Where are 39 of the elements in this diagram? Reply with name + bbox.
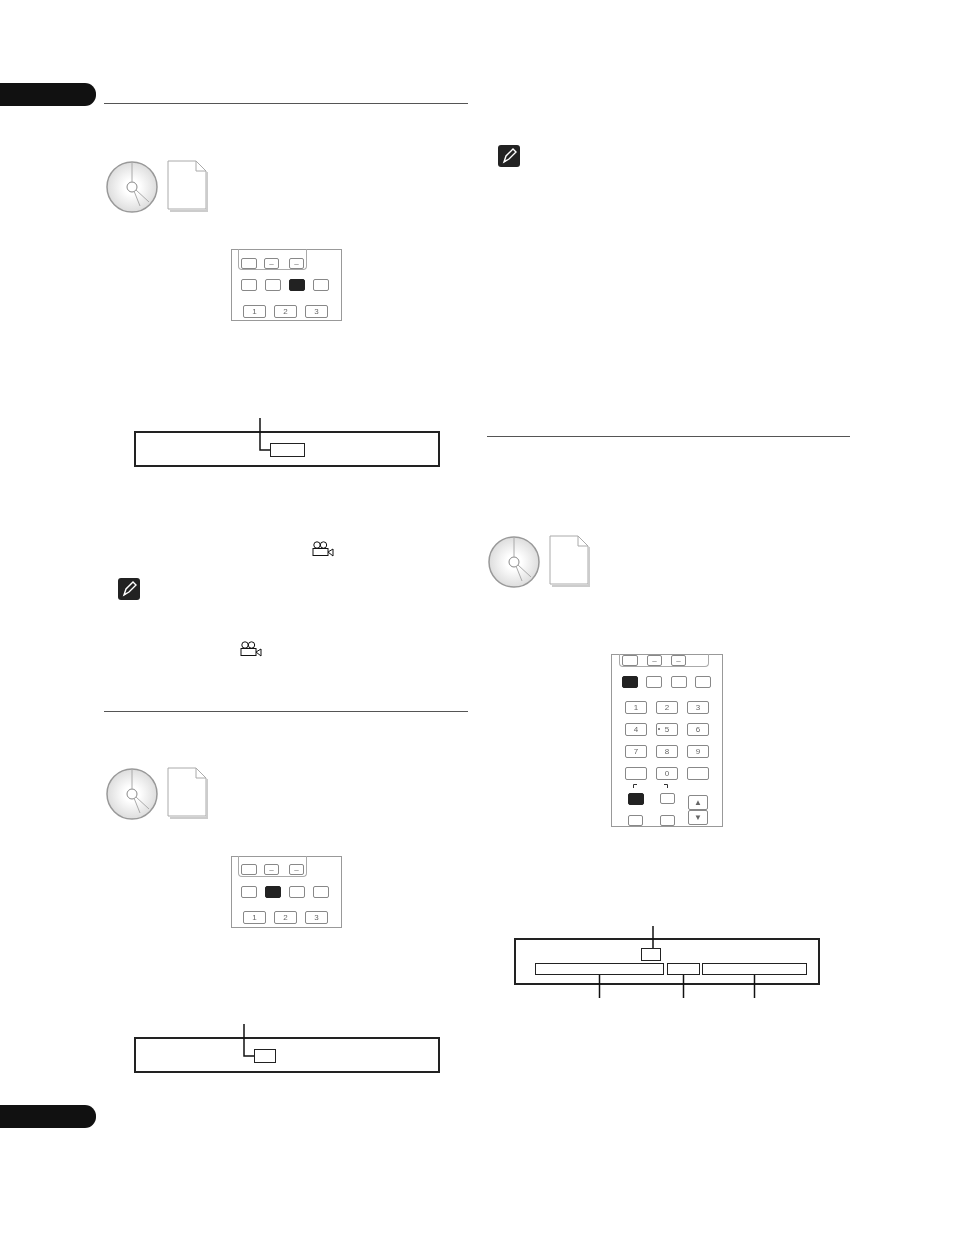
keypad-key: 2 <box>656 701 678 714</box>
leader-line <box>243 1023 255 1057</box>
keypad-key: 3 <box>687 701 709 714</box>
keypad-key: – <box>647 655 662 666</box>
keypad-key: 3 <box>305 911 328 924</box>
keypad-key: – <box>289 864 304 875</box>
display-field <box>667 963 700 975</box>
display-field <box>254 1049 276 1063</box>
keypad-key: ▼ <box>688 810 708 825</box>
display-field <box>535 963 664 975</box>
leader-line <box>259 417 271 451</box>
keypad-key: – <box>289 258 304 269</box>
leader-line <box>598 974 601 999</box>
display-panel <box>514 938 820 985</box>
leader-line <box>682 974 685 999</box>
keypad-key: 3 <box>305 305 328 318</box>
keypad-key: – <box>671 655 686 666</box>
leader-line <box>753 974 756 999</box>
keypad-key: 2 <box>274 911 297 924</box>
keypad-key: 1 <box>243 305 266 318</box>
display-field <box>641 948 661 961</box>
keypad-key: – <box>264 864 279 875</box>
keypad-key: 5 <box>656 723 678 736</box>
keypad-key: – <box>264 258 279 269</box>
keypad-key: 9 <box>687 745 709 758</box>
leader-line <box>652 925 654 949</box>
display-panel <box>134 431 440 467</box>
keypad-key: 8 <box>656 745 678 758</box>
keypad-key: ▲ <box>688 795 708 810</box>
keypad-key: 2 <box>274 305 297 318</box>
display-panel <box>134 1037 440 1073</box>
display-field <box>270 443 305 457</box>
keypad-key: 1 <box>625 701 647 714</box>
keypad-key: 4 <box>625 723 647 736</box>
keypad-key: 6 <box>687 723 709 736</box>
keypad-key: 7 <box>625 745 647 758</box>
keypad-key: 1 <box>243 911 266 924</box>
display-field <box>702 963 807 975</box>
keypad-key: 0 <box>656 767 678 780</box>
